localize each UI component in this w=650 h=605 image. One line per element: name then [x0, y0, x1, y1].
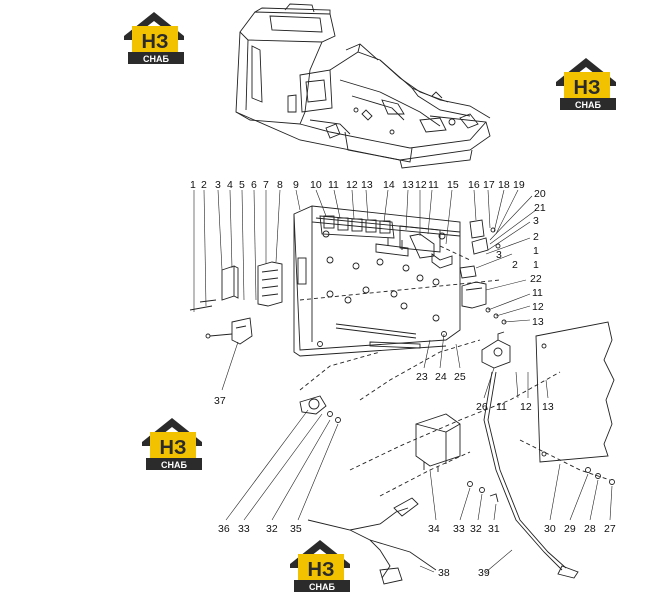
part-label: 25	[454, 371, 466, 383]
part-label: 11	[496, 401, 507, 413]
part-label: 22	[530, 273, 542, 285]
part-label: 13	[402, 179, 414, 191]
part-label: 35	[290, 523, 302, 535]
part-label: 17	[483, 179, 495, 191]
logo-mark-text: НЗ	[308, 559, 335, 581]
part-label: 1	[190, 179, 196, 191]
part-label: 32	[266, 523, 278, 535]
part-label: 21	[534, 202, 546, 214]
part-label: 20	[534, 188, 546, 200]
part-label: 4	[227, 179, 233, 191]
part-label: 12	[346, 179, 358, 191]
part-label: 2	[533, 231, 539, 243]
part-label: 29	[564, 523, 576, 535]
part-label: 13	[542, 401, 554, 413]
part-label: 23	[416, 371, 428, 383]
logo-mark-text: НЗ	[574, 77, 601, 99]
part-label: 30	[544, 523, 556, 535]
part-label: 9	[293, 179, 299, 191]
controller-mounting-plate	[293, 205, 461, 357]
watermark-logo: НЗ СНАБ	[138, 414, 206, 472]
excavator-frame-drawing	[235, 3, 491, 169]
logo-subtitle: СНАБ	[161, 460, 187, 470]
part-label: 34	[428, 523, 440, 535]
relay-parts	[189, 261, 283, 345]
part-label: 32	[470, 523, 482, 535]
part-label: 36	[218, 523, 230, 535]
part-label: 3	[215, 179, 221, 191]
part-label: 10	[310, 179, 322, 191]
part-label: 8	[277, 179, 283, 191]
part-label: 18	[498, 179, 510, 191]
part-label: 19	[513, 179, 525, 191]
logo-mark-text: НЗ	[142, 31, 169, 53]
part-labels: 1 2 3 4 5 6 7 8 9 10 11 12 13 14 13 12 1…	[190, 179, 616, 579]
watermark-logo: НЗ СНАБ	[120, 8, 188, 66]
part-label: 28	[584, 523, 596, 535]
part-label: 39	[478, 567, 490, 579]
part-label: 26	[476, 401, 488, 413]
relay-right-parts	[459, 219, 507, 325]
part-label: 33	[453, 523, 465, 535]
part-label: 5	[239, 179, 245, 191]
watermark-logo: НЗ СНАБ	[552, 54, 620, 112]
part-label: 27	[604, 523, 616, 535]
part-label: 31	[488, 523, 500, 535]
part-label: 3	[533, 215, 539, 227]
logo-subtitle: СНАБ	[575, 100, 601, 110]
watermark-logo: НЗ СНАБ	[286, 536, 354, 594]
part-label: 11	[428, 179, 439, 191]
part-label: 12	[415, 179, 427, 191]
part-label: 38	[438, 567, 450, 579]
part-label: 6	[251, 179, 257, 191]
part-label: 16	[468, 179, 480, 191]
logo-subtitle: СНАБ	[309, 582, 335, 592]
logo-subtitle: СНАБ	[143, 54, 169, 64]
part-label: 14	[383, 179, 395, 191]
part-label: 13	[361, 179, 373, 191]
part-label: 2	[512, 259, 518, 271]
part-label: 3	[496, 249, 502, 261]
logo-mark-text: НЗ	[160, 437, 187, 459]
part-label: 11	[328, 179, 339, 191]
wire-harness	[307, 497, 437, 585]
part-label: 12	[520, 401, 532, 413]
part-label: 7	[263, 179, 269, 191]
part-label: 11	[532, 287, 543, 299]
part-label: 15	[447, 179, 459, 191]
part-label: 24	[435, 371, 447, 383]
lower-components	[299, 331, 579, 579]
leader-lines	[193, 189, 613, 573]
part-label: 1	[533, 259, 539, 271]
part-label: 2	[201, 179, 207, 191]
part-label: 1	[533, 245, 539, 257]
part-label: 37	[214, 395, 226, 407]
part-label: 33	[238, 523, 250, 535]
part-label: 13	[532, 316, 544, 328]
side-cover-plate	[535, 321, 615, 485]
part-label: 12	[532, 301, 544, 313]
